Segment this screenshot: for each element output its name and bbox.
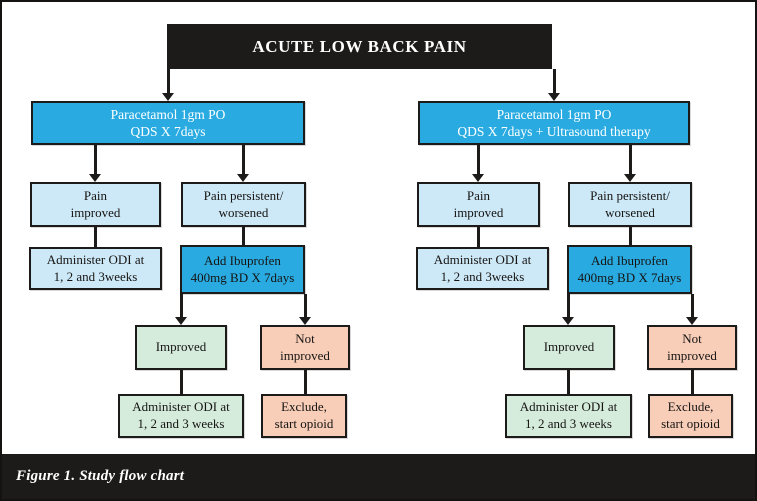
- connector-right-ibuprofen: [628, 227, 632, 245]
- connector-arrow-header-left: [166, 69, 170, 94]
- node-not-improved-left: Not improved: [260, 325, 350, 370]
- node-administer-odi-early-right: Administer ODI at 1, 2 and 3weeks: [416, 247, 549, 290]
- connector-right-odi-early: [476, 227, 480, 247]
- figure-caption: Figure 1. Study flow chart: [16, 468, 185, 484]
- node-not-improved-right: Not improved: [647, 325, 737, 370]
- node-treatment-left: Paracetamol 1gm PO QDS X 7days: [31, 101, 305, 145]
- connector-left-odi-late: [179, 370, 183, 394]
- connector-arrow-right-improved: [566, 294, 570, 318]
- connector-arrow-left-pain-improved: [93, 145, 97, 175]
- connector-left-ibuprofen: [241, 227, 245, 245]
- connector-right-exclude: [690, 370, 694, 394]
- connector-arrow-right-not-improved: [690, 294, 694, 318]
- node-improved-right: Improved: [523, 325, 615, 370]
- node-pain-worsened-right: Pain persistent/ worsened: [568, 182, 692, 227]
- chart-title: ACUTE LOW BACK PAIN: [252, 36, 467, 56]
- node-administer-odi-late-left: Administer ODI at 1, 2 and 3 weeks: [118, 394, 244, 438]
- connector-right-odi-late: [566, 370, 570, 394]
- chart-title-box: ACUTE LOW BACK PAIN: [167, 24, 552, 69]
- connector-arrow-right-pain-improved: [476, 145, 480, 175]
- node-administer-odi-early-left: Administer ODI at 1, 2 and 3weeks: [29, 247, 162, 290]
- node-administer-odi-late-right: Administer ODI at 1, 2 and 3 weeks: [505, 394, 632, 438]
- connector-arrow-right-pain-worsened: [628, 145, 632, 175]
- connector-arrow-left-pain-worsened: [241, 145, 245, 175]
- node-add-ibuprofen-left: Add Ibuprofen 400mg BD X 7days: [180, 245, 305, 294]
- connector-arrow-left-not-improved: [303, 294, 307, 318]
- connector-left-odi-early: [93, 227, 97, 247]
- node-add-ibuprofen-right: Add Ibuprofen 400mg BD X 7days: [567, 245, 692, 294]
- figure-caption-bar: Figure 1. Study flow chart: [2, 454, 755, 499]
- node-pain-improved-right: Pain improved: [417, 182, 540, 227]
- node-exclude-left: Exclude, start opioid: [261, 394, 347, 438]
- connector-arrow-left-improved: [179, 294, 183, 318]
- connector-arrow-header-right: [552, 69, 556, 94]
- node-pain-improved-left: Pain improved: [30, 182, 161, 227]
- node-pain-worsened-left: Pain persistent/ worsened: [181, 182, 306, 227]
- node-treatment-right: Paracetamol 1gm PO QDS X 7days + Ultraso…: [418, 101, 690, 145]
- node-improved-left: Improved: [135, 325, 227, 370]
- connector-left-exclude: [303, 370, 307, 394]
- node-exclude-right: Exclude, start opioid: [648, 394, 733, 438]
